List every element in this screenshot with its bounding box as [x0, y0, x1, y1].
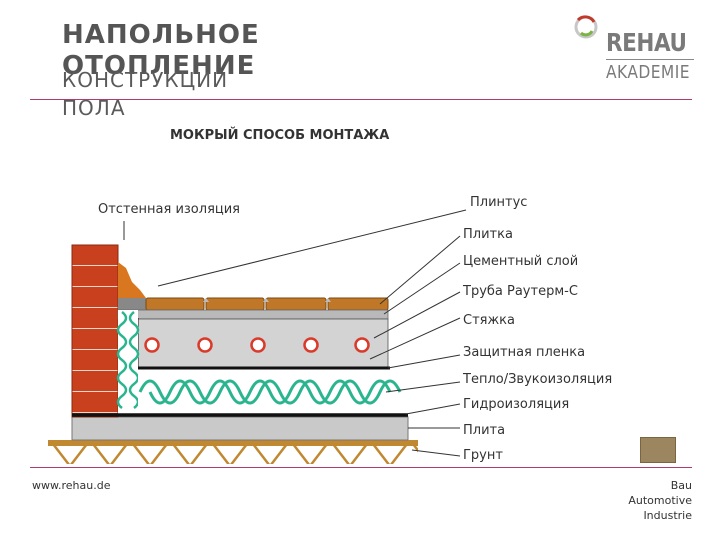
tile-layer — [145, 297, 389, 311]
logo-brand: REHAU — [606, 28, 687, 57]
page-title: НАПОЛЬНОЕ ОТОПЛЕНИЕ — [62, 20, 260, 82]
insulation-layer — [116, 310, 402, 415]
label-waterproofing: Гидроизоляция — [463, 397, 570, 412]
footer-tags: Bau Automotive Industrie — [628, 478, 692, 523]
footer-tag: Industrie — [643, 509, 692, 522]
footer-tag: Automotive — [628, 494, 692, 507]
leader-lines — [123, 209, 467, 457]
page-subtitle: КОНСТРУКЦИИ ПОЛА — [62, 66, 228, 122]
label-screed: Стяжка — [463, 313, 515, 328]
brick-wall — [71, 244, 119, 418]
label-cement: Цементный слой — [463, 254, 579, 269]
logo-subtitle: AKADEMIE — [606, 62, 690, 83]
heating-pipes — [144, 337, 370, 353]
subtitle-line-1: КОНСТРУКЦИИ — [62, 68, 229, 92]
soil-layer — [48, 440, 418, 464]
label-insulation: Тепло/Звукоизоляция — [463, 372, 613, 387]
label-film: Защитная пленка — [463, 345, 586, 360]
label-plinth: Плинтус — [470, 195, 528, 210]
label-wall-insulation: Отстенная изоляция — [98, 202, 241, 217]
material-thumbnail — [640, 437, 676, 463]
slab-layer — [71, 416, 409, 441]
edge-insulation — [118, 262, 146, 300]
logo-divider — [606, 59, 694, 60]
title-line-1: НАПОЛЬНОЕ — [62, 20, 260, 50]
footer-url: www.rehau.de — [32, 479, 111, 492]
cement-layer — [117, 309, 389, 320]
footer-divider — [30, 467, 692, 468]
label-slab: Плита — [463, 423, 506, 438]
label-soil: Грунт — [463, 448, 503, 463]
title-line-2: ОТОПЛЕНИЕ — [62, 51, 256, 81]
label-tile: Плитка — [463, 227, 513, 242]
footer-tag: Bau — [670, 479, 692, 492]
label-pipe: Труба Раутерм-С — [463, 284, 578, 299]
header-divider — [30, 99, 692, 100]
method-heading: МОКРЫЙ СПОСОБ МОНТАЖА — [170, 128, 390, 143]
subtitle-line-2: ПОЛА — [62, 96, 126, 120]
